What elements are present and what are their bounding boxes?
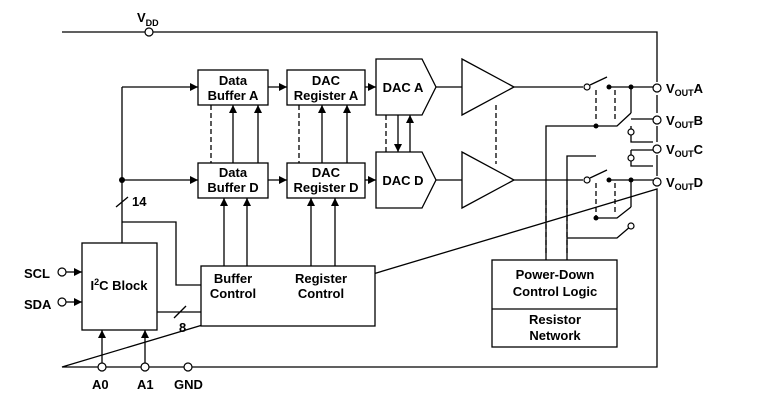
i2c-block-label: I2C Block	[90, 277, 148, 293]
power-down-block	[491, 259, 618, 348]
sda-pin	[57, 297, 67, 307]
sda-label: SDA	[24, 297, 52, 312]
arrow-dac-a	[406, 115, 414, 123]
dac-register-a-line2: Register A	[294, 88, 359, 103]
arrow-rc-1	[307, 198, 315, 206]
vdd-pin	[144, 27, 154, 37]
register-control-line2: Control	[298, 286, 344, 301]
arrow-to-buffer-a	[190, 83, 198, 91]
voutd-label: VOUTD	[666, 175, 703, 192]
switch-b	[596, 112, 632, 127]
amplifier-a	[461, 57, 516, 117]
arrow-rd-2	[343, 105, 351, 113]
dac-d-label: DAC D	[382, 173, 423, 188]
switch-e	[567, 225, 632, 239]
switch-c-node	[627, 154, 635, 162]
bus-width-8: 8	[179, 320, 186, 335]
switch-e-node	[627, 222, 635, 230]
arrow-bc-1	[220, 198, 228, 206]
reg-d-to-reg-a-lines	[321, 105, 348, 163]
voutc-pin	[652, 144, 662, 154]
dac-register-a	[286, 69, 366, 106]
vouta-pin	[652, 83, 662, 93]
resistor-network-line2: Network	[529, 328, 581, 343]
voutb-wiring	[630, 118, 653, 143]
a0-arrow	[98, 330, 106, 338]
sda-arrow	[74, 298, 82, 306]
dac-register-d-line2: Register D	[293, 180, 358, 195]
gnd-pin	[183, 362, 193, 372]
scl-label: SCL	[24, 266, 50, 281]
register-control-line1: Register	[295, 271, 347, 286]
voutc-label: VOUTC	[666, 142, 704, 159]
dac-d	[375, 151, 437, 209]
arrow-to-dac-d	[368, 176, 376, 184]
switch-c-junction	[593, 215, 599, 221]
a0-label: A0	[92, 377, 109, 392]
arrow-rd-1	[318, 105, 326, 113]
data-buffer-d-line1: Data	[219, 165, 248, 180]
power-down-line2: Control Logic	[513, 284, 598, 299]
register-control-to-reg-d	[310, 198, 336, 266]
scl-arrow	[74, 268, 82, 276]
dac-register-d-line1: DAC	[312, 165, 341, 180]
power-down-line1: Power-Down	[516, 267, 595, 282]
dac-register-d	[286, 162, 366, 199]
a0-pin	[97, 362, 107, 372]
dac-a	[375, 58, 437, 116]
i2c-block	[81, 242, 158, 331]
buffer-control-line2: Control	[210, 286, 256, 301]
switch-d-blade	[589, 169, 608, 179]
arrow-to-buffer-d	[190, 176, 198, 184]
arrow-dac-d	[394, 144, 402, 152]
buffer-d-to-buffer-a-lines	[232, 105, 259, 163]
dac-register-a-line1: DAC	[312, 73, 341, 88]
switch-b-junction	[593, 123, 599, 129]
switch-b-node	[627, 128, 635, 136]
amplifier-d	[461, 150, 516, 210]
bus-slash-14	[115, 196, 129, 208]
vouta-label: VOUTA	[666, 81, 704, 98]
buffer-control-to-buffer-d	[223, 198, 248, 266]
switch-a-blade	[589, 76, 608, 86]
arrow-bd-1	[229, 105, 237, 113]
data-buffer-a-line1: Data	[219, 73, 248, 88]
pd-ctrl-line-a	[545, 125, 596, 260]
voutb-pin	[652, 115, 662, 125]
i2c-to-buffer-control-wire	[122, 221, 201, 286]
chip-outline	[61, 31, 658, 368]
bus-width-14: 14	[132, 194, 147, 209]
arrow-to-dac-a	[368, 83, 376, 91]
voutd-pin	[652, 177, 662, 187]
vouta-junction	[606, 84, 612, 90]
resistor-network-line1: Resistor	[529, 312, 581, 327]
scl-pin	[57, 267, 67, 277]
buffer-control-line1: Buffer	[214, 271, 252, 286]
voutb-label: VOUTB	[666, 113, 703, 130]
arrow-bd-2	[254, 105, 262, 113]
bus-junction	[119, 177, 125, 183]
control-block	[200, 265, 376, 327]
voutd-junction	[606, 177, 612, 183]
a1-pin	[140, 362, 150, 372]
switch-c	[596, 206, 632, 219]
arrow-to-reg-d	[279, 176, 287, 184]
a1-label: A1	[137, 377, 154, 392]
arrow-to-reg-a	[279, 83, 287, 91]
dac-a-label: DAC A	[383, 80, 424, 95]
bus-slash-8	[173, 305, 187, 319]
data-buffer-a-line2: Buffer A	[208, 88, 259, 103]
switch-a-node	[583, 83, 591, 91]
vdd-label: VDD	[137, 10, 159, 28]
arrow-bc-2	[243, 198, 251, 206]
arrow-rc-2	[331, 198, 339, 206]
gnd-label: GND	[174, 377, 203, 392]
a1-arrow	[141, 330, 149, 338]
switch-d-node	[583, 176, 591, 184]
data-buffer-d-line2: Buffer D	[207, 180, 258, 195]
